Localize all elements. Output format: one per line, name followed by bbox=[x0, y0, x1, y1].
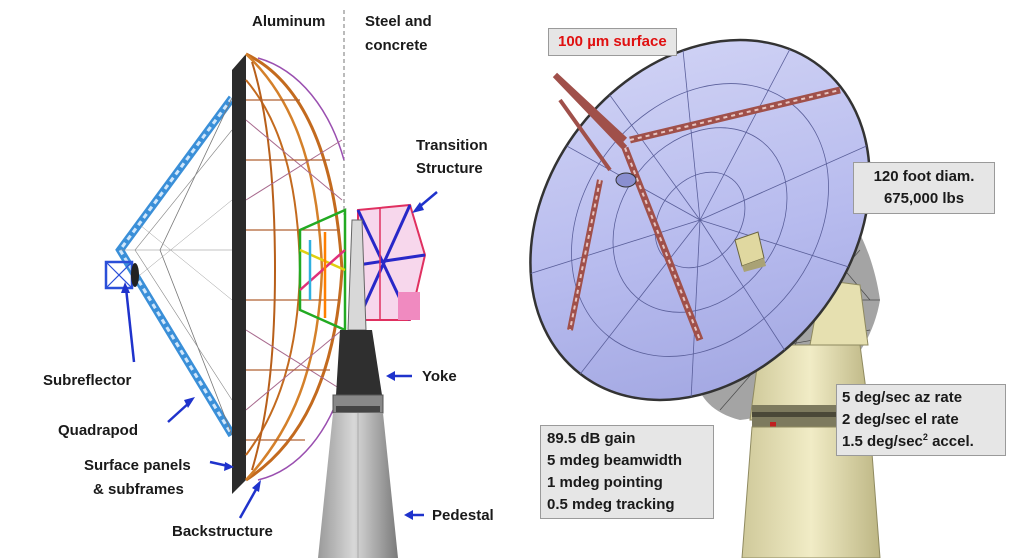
left-antenna-drawing bbox=[104, 10, 438, 558]
subreflector-label: Subreflector bbox=[43, 372, 132, 389]
transition-structure-frame bbox=[356, 203, 427, 321]
transition-structure-label-line2: Structure bbox=[416, 160, 483, 177]
surface-panels-label-line1: Surface panels bbox=[84, 457, 191, 474]
surface-panels-label-line2: & subframes bbox=[93, 481, 184, 498]
backstructure-label: Backstructure bbox=[172, 523, 273, 540]
surface-accuracy-badge: 100 µm surface bbox=[548, 28, 677, 56]
aluminum-label: Aluminum bbox=[252, 13, 326, 30]
yoke-pedestal-shape bbox=[318, 219, 398, 558]
size-weight-box: 120 foot diam. 675,000 lbs bbox=[853, 162, 995, 214]
beamwidth-text: 5 mdeg beamwidth bbox=[547, 452, 683, 469]
steel-concrete-label-line1: Steel and bbox=[365, 13, 432, 30]
gain-text: 89.5 dB gain bbox=[547, 430, 636, 447]
transition-structure-label-line1: Transition bbox=[416, 137, 488, 154]
tracking-text: 0.5 mdeg tracking bbox=[547, 496, 675, 513]
pointing-text: 1 mdeg pointing bbox=[547, 474, 663, 491]
el-rate-text: 2 deg/sec el rate bbox=[842, 411, 959, 428]
weight-text: 675,000 lbs bbox=[883, 190, 965, 207]
quadrapod-label: Quadrapod bbox=[58, 422, 139, 439]
quadrapod-truss bbox=[115, 95, 236, 438]
left-callout-arrows bbox=[121, 191, 438, 520]
acceleration-text: 1.5 deg/sec2 accel. bbox=[842, 432, 974, 451]
surface-panels-shape bbox=[232, 54, 246, 494]
right-subreflector-box bbox=[615, 172, 766, 272]
steel-concrete-label-line2: concrete bbox=[365, 37, 428, 54]
backstructure-lattice bbox=[245, 52, 345, 482]
pedestal-label: Pedestal bbox=[432, 507, 494, 524]
right-antenna-rendering bbox=[509, 19, 891, 558]
subreflector-shape bbox=[104, 260, 139, 290]
rate-box: 5 deg/sec az rate 2 deg/sec el rate 1.5 … bbox=[836, 384, 1006, 456]
performance-box: 89.5 dB gain 5 mdeg beamwidth 1 mdeg poi… bbox=[540, 425, 714, 519]
right-quadrapod bbox=[552, 72, 841, 342]
yoke-label: Yoke bbox=[422, 368, 457, 385]
az-rate-text: 5 deg/sec az rate bbox=[842, 389, 963, 406]
right-pedestal bbox=[741, 279, 881, 558]
diameter-text: 120 foot diam. bbox=[873, 168, 975, 185]
